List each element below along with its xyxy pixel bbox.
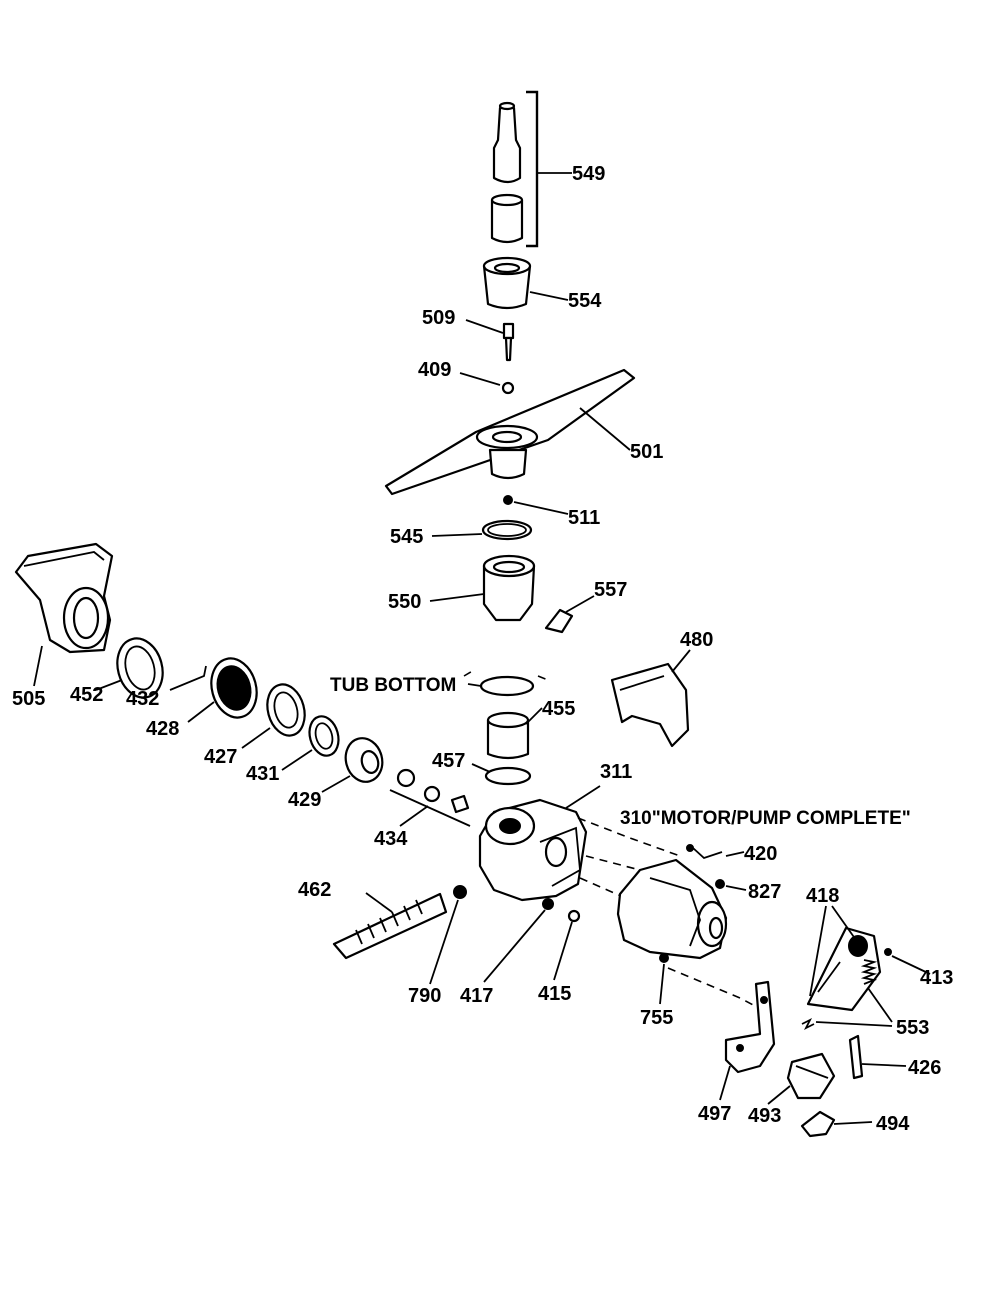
part-455-collar [486, 711, 530, 760]
part-755-screw [659, 953, 669, 963]
part-494-cover [800, 1110, 836, 1138]
part-428-impeller [210, 657, 258, 719]
part-790-nut [453, 885, 467, 899]
callout-455: 455 [542, 698, 575, 720]
part-431-gasket [308, 715, 340, 757]
callout-505: 505 [12, 688, 45, 710]
callout-493: 493 [748, 1105, 781, 1127]
callout-790: 790 [408, 985, 441, 1007]
callout-409: 409 [418, 359, 451, 381]
callout-755: 755 [640, 1007, 673, 1029]
callout-480: 480 [680, 629, 713, 651]
part-554-nut [482, 256, 532, 310]
part-509-screw [502, 322, 515, 362]
callout-553: 553 [896, 1017, 929, 1039]
part-429-impeller-hub [344, 737, 384, 783]
part-497-mount [724, 980, 776, 1074]
callout-413: 413 [920, 967, 953, 989]
part-462-hose [332, 892, 448, 960]
part-427-seal [266, 683, 306, 737]
part-motor [616, 858, 728, 960]
callout-428: 428 [146, 718, 179, 740]
callout-427: 427 [204, 746, 237, 768]
callout-434: 434 [374, 828, 408, 850]
callout-429: 429 [288, 789, 321, 811]
part-457-clamp [484, 766, 532, 786]
callout-554: 554 [568, 290, 602, 312]
motor-pump-complete-label: 310"MOTOR/PUMP COMPLETE" [620, 808, 911, 829]
tub-bottom-dashes [463, 669, 549, 681]
part-409-ball [501, 381, 515, 395]
part-420-wire [686, 844, 723, 860]
callout-311: 311 [600, 761, 632, 783]
part-415-washer [567, 909, 581, 923]
part-501-spray-arm [384, 368, 636, 496]
part-434-hardware [389, 768, 471, 827]
callout-557: 557 [594, 579, 627, 601]
callout-494: 494 [876, 1113, 910, 1135]
bracket-549 [526, 90, 539, 248]
part-827-screw [715, 879, 725, 889]
part-480-shield [610, 662, 690, 748]
callout-501: 501 [630, 441, 663, 463]
part-557-clip [544, 608, 574, 634]
callout-431: 431 [246, 763, 279, 785]
callout-550: 550 [388, 591, 421, 613]
callout-417: 417 [460, 985, 493, 1007]
callout-418: 418 [806, 885, 839, 907]
part-432-wire [169, 665, 207, 691]
callout-549: 549 [572, 163, 605, 185]
part-550-housing [482, 554, 536, 622]
callout-426: 426 [908, 1057, 941, 1079]
callout-452: 452 [70, 684, 103, 706]
callout-497: 497 [698, 1103, 731, 1125]
part-tub-bottom-gasket [479, 675, 535, 697]
part-426-pin [848, 1034, 864, 1080]
part-452-clamp [116, 637, 164, 699]
part-418-bracket [806, 926, 892, 1012]
part-553-spring [801, 959, 878, 1031]
callout-511: 511 [568, 507, 600, 529]
callout-827: 827 [748, 881, 781, 903]
part-493-relay [786, 1052, 836, 1100]
callout-432: 432 [126, 688, 159, 710]
callout-545: 545 [390, 526, 423, 548]
callout-457: 457 [432, 750, 465, 772]
callout-420: 420 [744, 843, 777, 865]
callout-415: 415 [538, 983, 571, 1005]
part-311-pump-housing [478, 798, 588, 902]
part-549-spray-tower [490, 101, 524, 244]
callout-462: 462 [298, 879, 331, 901]
part-505-inlet-housing [14, 542, 114, 654]
part-417-screw [542, 898, 554, 910]
callout-509: 509 [422, 307, 455, 329]
part-511-ball [503, 495, 513, 505]
tub-bottom-label: TUB BOTTOM [330, 675, 456, 696]
